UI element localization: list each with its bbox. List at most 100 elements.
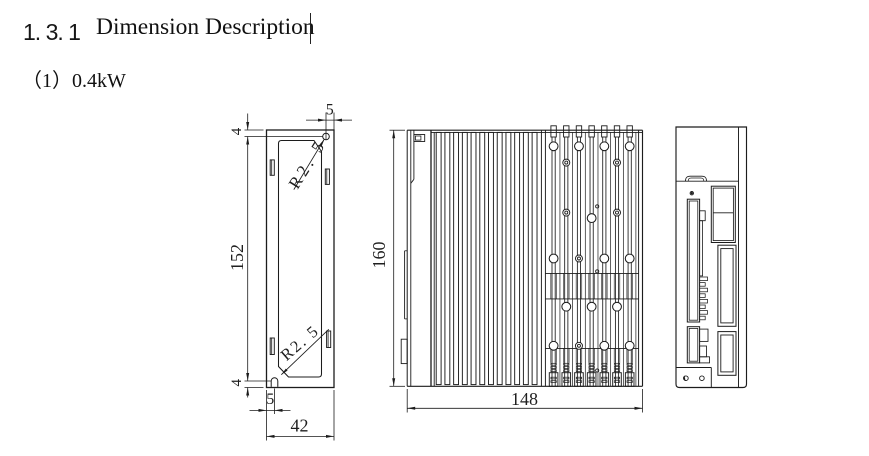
screw-boss [562,208,571,217]
screw-boss [548,340,559,351]
dimension-arrowhead [246,136,250,145]
screw-boss [595,269,600,274]
mounting-hole [270,377,279,387]
dimension-label: 148 [511,389,538,409]
dimension-arrowhead [274,408,283,412]
dimension-label: 42 [291,415,309,435]
terminal-comb [588,362,595,366]
terminal-strip [699,276,708,281]
led-indicator [690,192,693,195]
screw-boss [612,301,622,312]
dimension-label: 5 [326,102,334,119]
section-title[interactable]: Dimension Description [96,14,315,40]
dimension-label: 152 [227,244,247,271]
fin-rod-cap [550,125,557,138]
screw-boss [624,141,635,152]
terminal-comb [601,369,608,372]
terminal-strip [699,299,708,304]
terminal-comb [601,376,608,380]
terminal-comb [626,380,633,383]
heatsink-fin [470,131,477,386]
connector-cover [712,187,734,242]
terminal-comb [588,366,595,369]
connector-cover [717,244,737,327]
screw-boss [615,160,619,165]
screw-boss [624,340,635,351]
led-indicator [689,191,694,196]
terminal-comb [601,362,608,366]
fin-rod-cap [613,125,621,138]
dimension-arrowhead [266,434,275,438]
screw-slot-mark [683,375,686,382]
fin-rod-cap [563,125,570,138]
terminal-comb [612,372,622,387]
dimension-arrowhead [334,118,342,122]
terminal-comb [601,366,608,369]
terminal-comb [613,380,621,383]
terminal-comb [550,369,557,372]
dimension-arrowhead [246,373,250,381]
dimension-arrowhead [281,368,288,375]
terminal-comb [550,376,557,380]
terminal-strip [699,304,706,309]
terminal-strip [699,310,708,315]
dimension-label: 4 [229,379,245,387]
screw-boss [599,141,610,152]
mounting-slot [269,337,275,355]
section-number[interactable]: 1. 3. 1 [23,18,81,45]
subsection-label[interactable]: （1）0.4kW [22,69,126,92]
screw-boss [586,301,597,312]
dimension-label: R2. 5 [285,136,330,193]
screw-boss [548,141,559,152]
mounting-slot [269,159,275,176]
screw-boss [613,158,621,167]
terminal-comb [613,376,621,380]
terminal-strip [699,282,706,287]
heatsink-fin [453,131,460,386]
heatsink-fin [435,131,442,386]
terminal-block [699,345,707,358]
dimension-arrowhead [246,122,250,130]
terminal-comb [550,380,557,383]
terminal-comb [575,369,583,372]
terminal-strip [699,210,706,222]
terminal-comb [599,372,610,387]
dimension-arrowhead [392,378,396,387]
dimension-arrowhead [407,406,416,410]
fin-rod-cap [601,125,608,138]
terminal-comb [548,372,559,387]
connector-cover [720,248,734,324]
screw-boss [615,210,619,215]
screw-boss [574,341,583,350]
side-view-dimensions: 160 148 [369,129,643,413]
connector-cover [710,185,736,243]
screw-boss [574,254,583,263]
screw-boss [562,158,571,167]
screw-boss [577,343,581,348]
terminal-comb [613,366,621,369]
heatsink-fin [505,131,512,386]
terminal-comb [575,362,583,366]
screw-boss [564,160,569,165]
latch-handle [687,177,705,182]
dimension-arrowhead [246,387,250,396]
terminal-strip [699,293,706,298]
text-cursor-caret [309,13,311,44]
terminal-comb [626,362,633,366]
dimension-arrowhead [392,130,396,139]
terminal-comb [574,372,584,387]
mounting-slot [326,330,332,348]
heatsink-fin [461,131,468,386]
terminal-block [699,356,710,364]
terminal-comb [563,380,570,383]
fin-rod-cap [588,125,595,138]
heatsink-fin [496,131,503,386]
terminal-comb [626,366,633,369]
screw-boss [564,210,569,215]
screw-boss [577,256,581,261]
screw-boss [613,208,621,217]
screw-boss [624,253,635,264]
terminal-comb [563,376,570,380]
